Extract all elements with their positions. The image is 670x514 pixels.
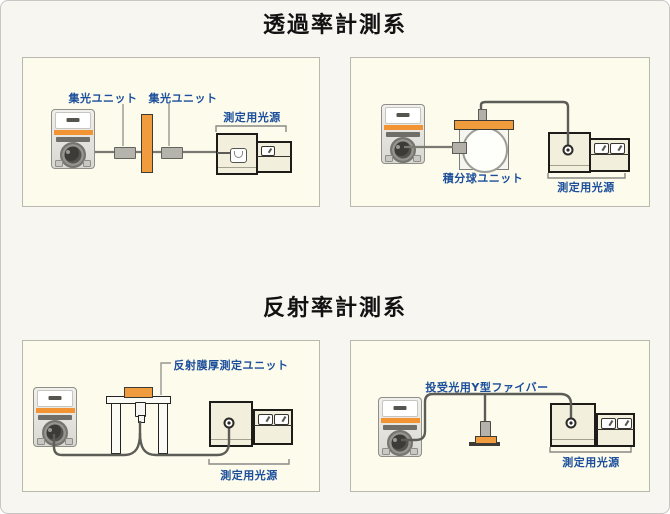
spectrometer-orange-stripe xyxy=(380,418,420,423)
cable-overlay xyxy=(401,392,632,453)
spectrometer-foot xyxy=(83,159,91,167)
label-light-source: 測定用光源 xyxy=(220,469,278,482)
spectrometer-icon xyxy=(381,104,425,164)
panel-reflectance-film: 反射膜厚測定ユニット 測定用光源 xyxy=(22,340,320,492)
sample-slab-icon xyxy=(141,114,153,173)
spectrometer-logo xyxy=(48,396,62,400)
spectrometer-icon xyxy=(378,397,422,457)
sample-icon xyxy=(475,436,497,444)
lens-unit-2-icon xyxy=(161,147,183,159)
sample-icon xyxy=(124,387,153,398)
spectrometer-logo xyxy=(396,113,410,117)
spectrometer-slot xyxy=(56,137,90,142)
spectrometer-logo xyxy=(66,118,80,122)
spectrometer-display xyxy=(382,400,418,417)
light-source-controller-icon xyxy=(256,141,292,173)
label-light-source: 測定用光源 xyxy=(223,111,281,124)
cable-overlay xyxy=(52,362,290,465)
spectrometer-foot xyxy=(382,447,390,455)
label-light-source: 測定用光源 xyxy=(557,181,615,194)
spectrometer-lens-icon xyxy=(60,142,86,168)
panel-transmittance-free-space: 集光ユニット 集光ユニット 測定用光源 xyxy=(22,57,320,207)
spectrometer-display xyxy=(385,107,421,124)
spectrometer-slot xyxy=(383,425,417,430)
spectrometer-lens-icon xyxy=(387,430,413,456)
light-source-controller-icon xyxy=(589,138,630,172)
lens-unit-1-icon xyxy=(114,147,136,159)
spectrometer-foot xyxy=(37,437,45,445)
spectrometer-lens-icon xyxy=(390,137,416,163)
spectrometer-slot xyxy=(386,132,420,137)
lamp-window-icon xyxy=(230,148,247,163)
label-lens-unit-2: 集光ユニット xyxy=(148,92,218,105)
spectrometer-display xyxy=(37,390,73,407)
spectrometer-foot xyxy=(55,159,63,167)
panel-transmittance-sphere: 積分球ユニット 測定用光源 xyxy=(350,57,650,207)
section-title-reflectance: 反射率計測系 xyxy=(262,296,407,321)
spectrometer-slot xyxy=(38,415,72,420)
spectrometer-orange-stripe xyxy=(35,408,75,413)
spectrometer-display xyxy=(55,112,91,129)
spectrometer-icon xyxy=(51,109,95,169)
panel-reflectance-fiber: 投受光用Y型ファイバー 測定用光源 xyxy=(350,340,650,492)
spectrometer-foot xyxy=(410,447,418,455)
spectrometer-orange-stripe xyxy=(53,130,93,135)
label-sphere-unit: 積分球ユニット xyxy=(442,172,524,185)
light-source-main-unit-icon xyxy=(550,403,596,447)
spectrometer-foot xyxy=(65,437,73,445)
beam-stub xyxy=(217,151,230,154)
light-source-controller-icon xyxy=(596,413,635,447)
spectrometer-orange-stripe xyxy=(383,125,423,130)
label-light-source: 測定用光源 xyxy=(562,456,620,469)
section-title-transmittance: 透過率計測系 xyxy=(262,13,407,38)
spectrometer-foot xyxy=(385,154,393,162)
label-y-fiber: 投受光用Y型ファイバー xyxy=(425,381,549,394)
light-source-main-unit-icon xyxy=(216,133,258,175)
label-lens-unit-1: 集光ユニット xyxy=(68,92,138,105)
spectrometer-foot xyxy=(413,154,421,162)
spectrometer-logo xyxy=(393,406,407,410)
label-film-thickness-unit: 反射膜厚測定ユニット xyxy=(173,359,289,372)
light-source-controller-icon xyxy=(253,409,293,445)
cable-overlay xyxy=(404,100,626,179)
meter-window-icon xyxy=(261,146,275,156)
sphere-sample-lid-icon xyxy=(454,120,514,130)
